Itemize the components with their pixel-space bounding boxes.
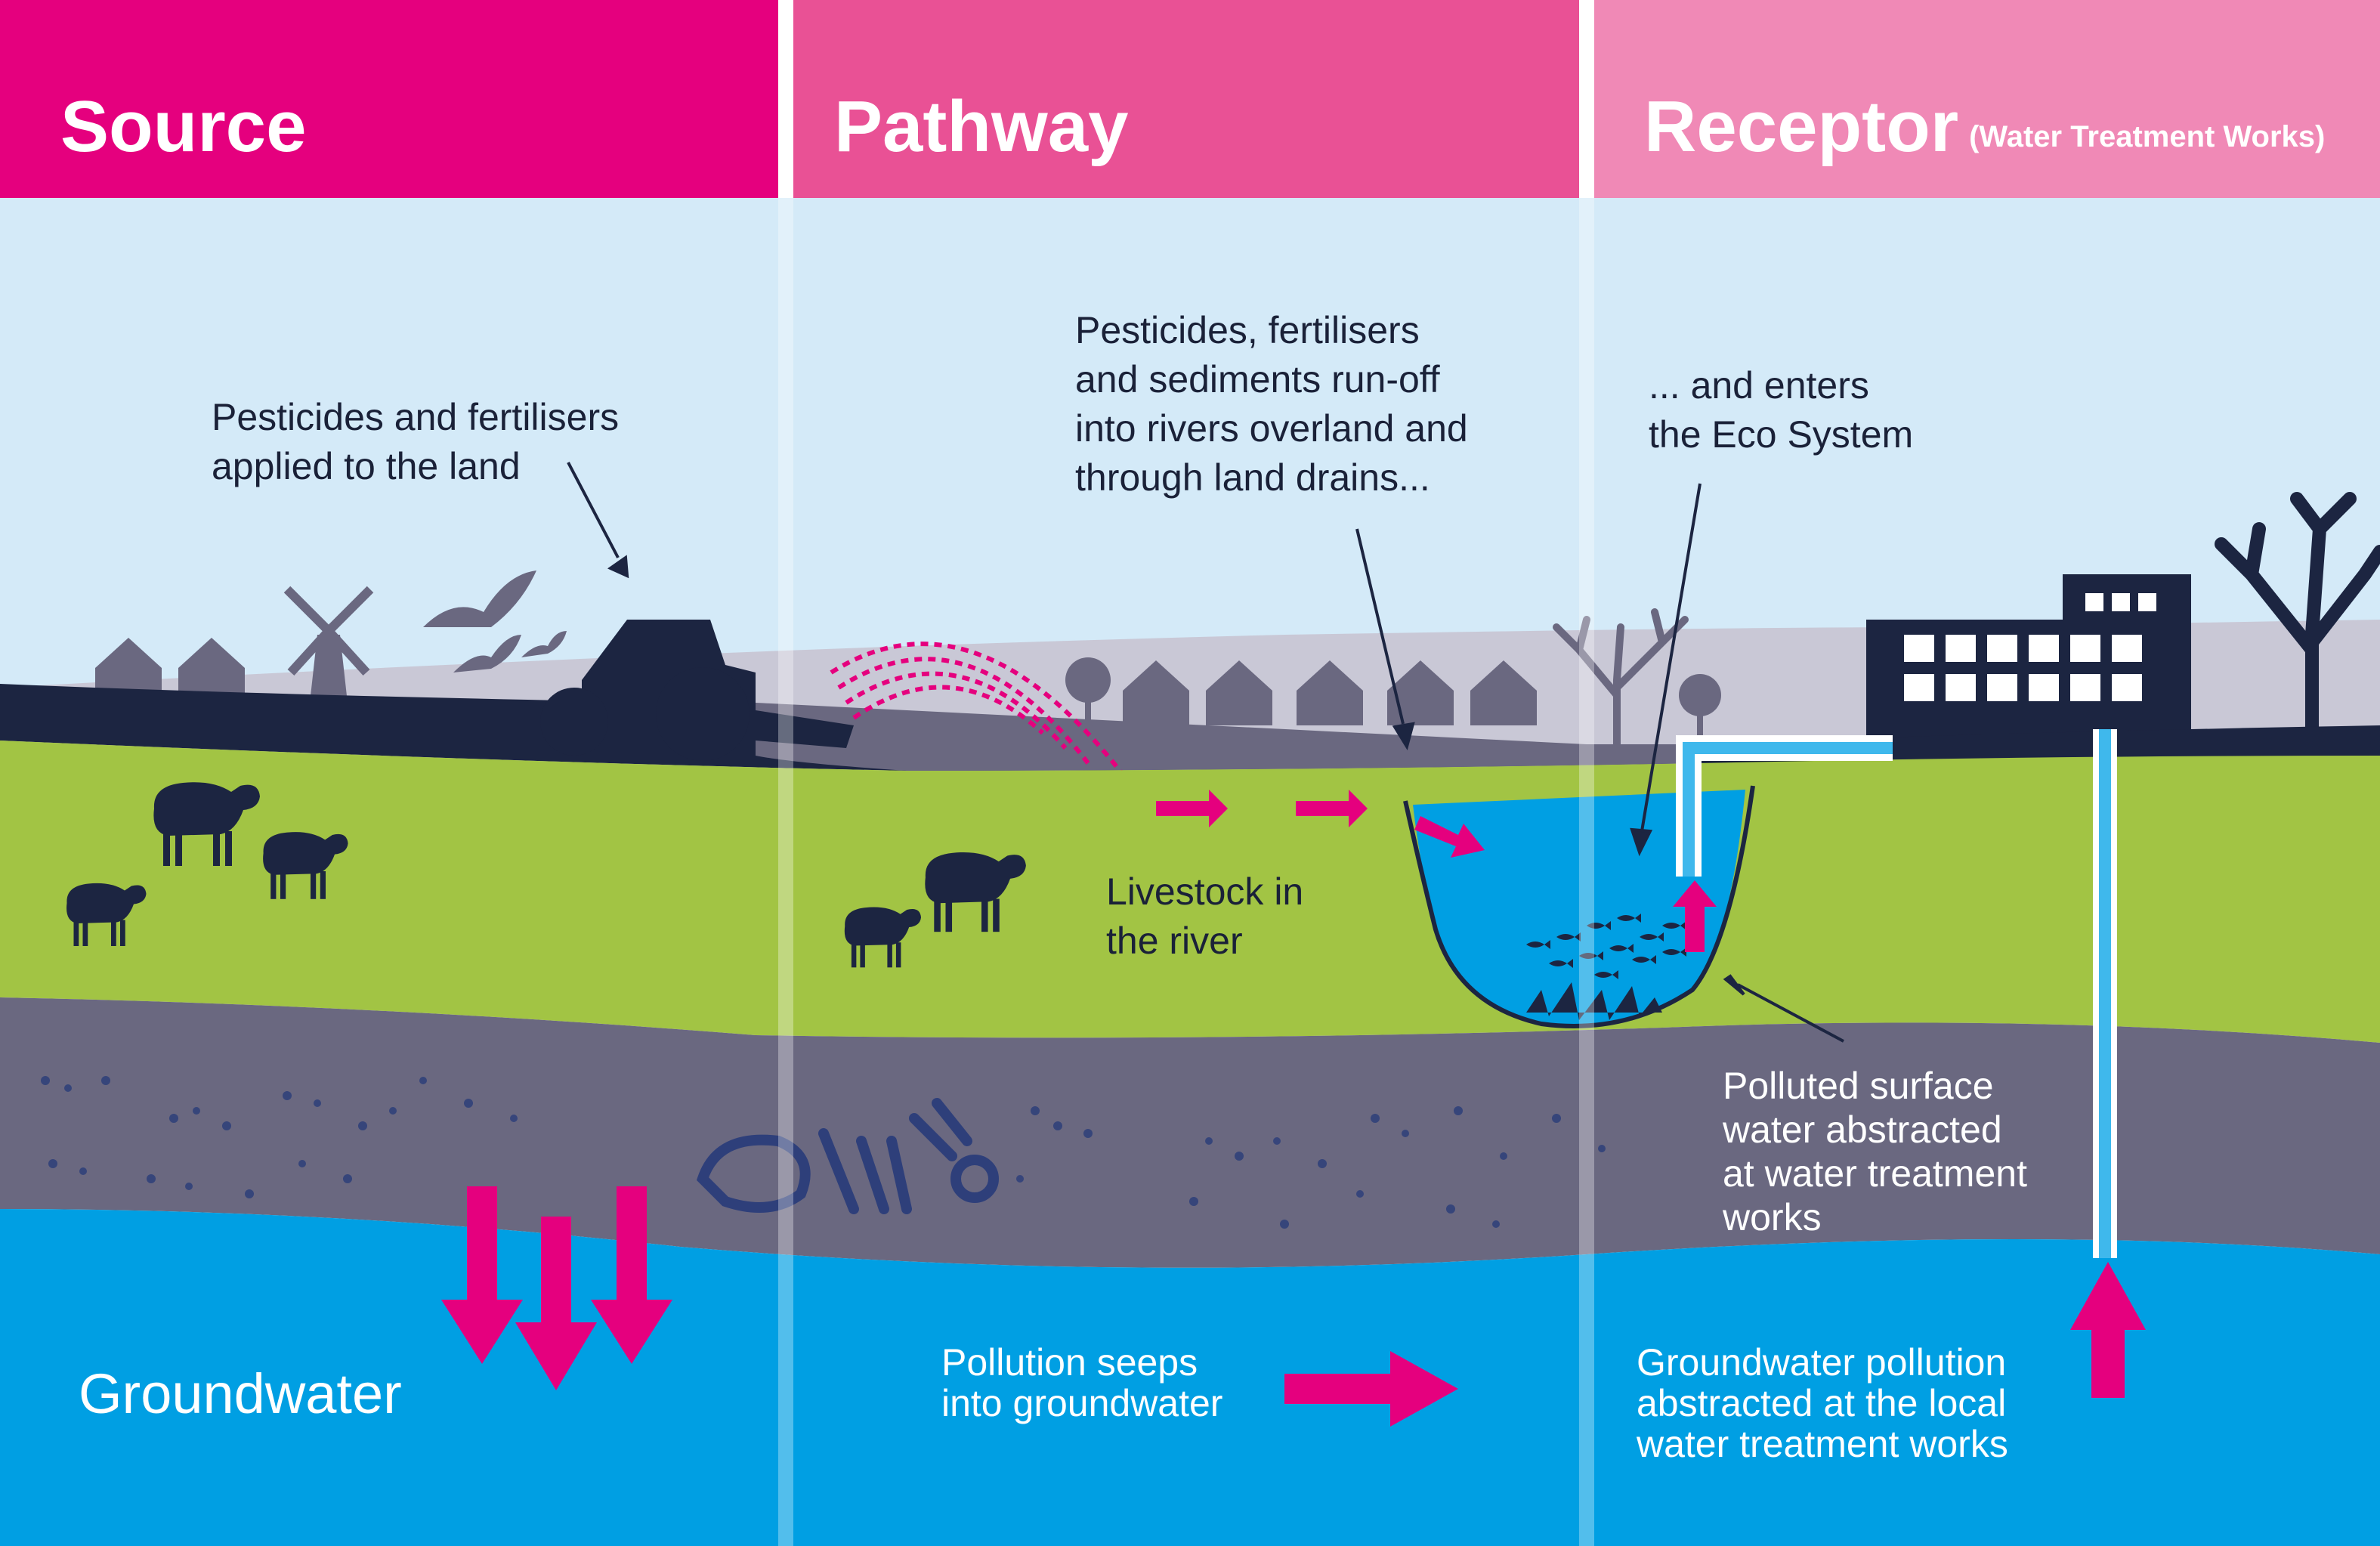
label-line: Pesticides and fertilisers (212, 396, 620, 438)
label-line: water abstracted (1723, 1108, 2002, 1151)
header-pathway: Pathway (793, 0, 1579, 198)
label-line: and sediments run-off (1075, 358, 1440, 400)
mid-hill (756, 703, 1700, 771)
label-line: works (1723, 1196, 1822, 1238)
label-line: the river (1106, 920, 1243, 962)
river-pond (1413, 790, 1745, 1026)
field (0, 741, 2380, 1043)
label-line: Livestock in (1106, 870, 1304, 913)
bare-tree-icon (1553, 608, 1689, 752)
label-groundwater-pollution: Groundwater pollution abstracted at the … (1637, 1342, 2008, 1464)
label-line: the Eco System (1649, 413, 1914, 456)
large-bare-tree-icon (2215, 492, 2380, 740)
spray-arcs (830, 642, 1128, 780)
label-groundwater: Groundwater (79, 1362, 402, 1425)
label-line: Pesticides, fertilisers (1075, 309, 1420, 351)
river-bank (1403, 785, 1755, 1028)
label-seeps: Pollution seeps into groundwater (941, 1342, 1222, 1424)
divider-2 (1579, 0, 1594, 1546)
tractor-icon (540, 620, 854, 761)
rock-pebbles (41, 1076, 1606, 1229)
pond-weeds (1526, 982, 1662, 1020)
bird-icons (423, 570, 567, 673)
header-receptor-title: Receptor(Water Treatment Works) (1644, 91, 2325, 163)
label-line: into groundwater (941, 1382, 1223, 1424)
label-line: ... and enters (1649, 364, 1869, 407)
treatment-works-building (1866, 574, 2191, 741)
label-line: applied to the land (212, 445, 521, 487)
tree-icon-left (1065, 657, 1111, 733)
label-line: at water treatment (1723, 1152, 2027, 1195)
header-receptor-main: Receptor (1644, 86, 1959, 167)
label-line: through land drains... (1075, 456, 1430, 499)
tree-icon-small (1679, 674, 1721, 744)
fossil-icon (696, 1098, 999, 1214)
pointer-arrows (567, 462, 1844, 1043)
header-source-title: Source (60, 86, 307, 167)
label-surface-water: Polluted surface water abstracted at wat… (1723, 1064, 2027, 1239)
label-line: abstracted at the local (1637, 1382, 2007, 1424)
label-livestock: Livestock in the river (1106, 867, 1303, 966)
surface-pipe-inner (1683, 742, 1893, 877)
groundwater-layer (0, 1209, 2380, 1546)
well-up-arrow (2070, 1262, 2146, 1398)
label-line: Polluted surface (1723, 1065, 1994, 1107)
header-receptor-subtitle: (Water Treatment Works) (1969, 120, 2326, 153)
rock-layer (0, 997, 2380, 1268)
windmill-icon (283, 586, 374, 703)
label-line: into rivers overland and (1075, 407, 1468, 450)
label-pesticides-applied: Pesticides and fertilisers applied to th… (212, 393, 619, 491)
label-runoff: Pesticides, fertilisers and sediments ru… (1075, 306, 1468, 502)
pond-up-arrow (1673, 880, 1717, 952)
seep-right-arrow (1284, 1351, 1458, 1427)
divider-1 (778, 0, 793, 1546)
label-eco-system: ... and enters the Eco System (1649, 361, 1913, 459)
seep-down-arrows (441, 1186, 672, 1390)
header-receptor: Receptor (Water Treatment Works) (1594, 0, 2380, 198)
runoff-arrows (1156, 790, 1485, 858)
header-pathway-title: Pathway (834, 86, 1129, 167)
well-pipe-inner (2099, 729, 2111, 1258)
label-line: Pollution seeps (941, 1341, 1198, 1384)
label-line: water treatment works (1637, 1423, 2008, 1465)
label-line: Groundwater pollution (1637, 1341, 2007, 1384)
header-source: Source (0, 0, 778, 198)
